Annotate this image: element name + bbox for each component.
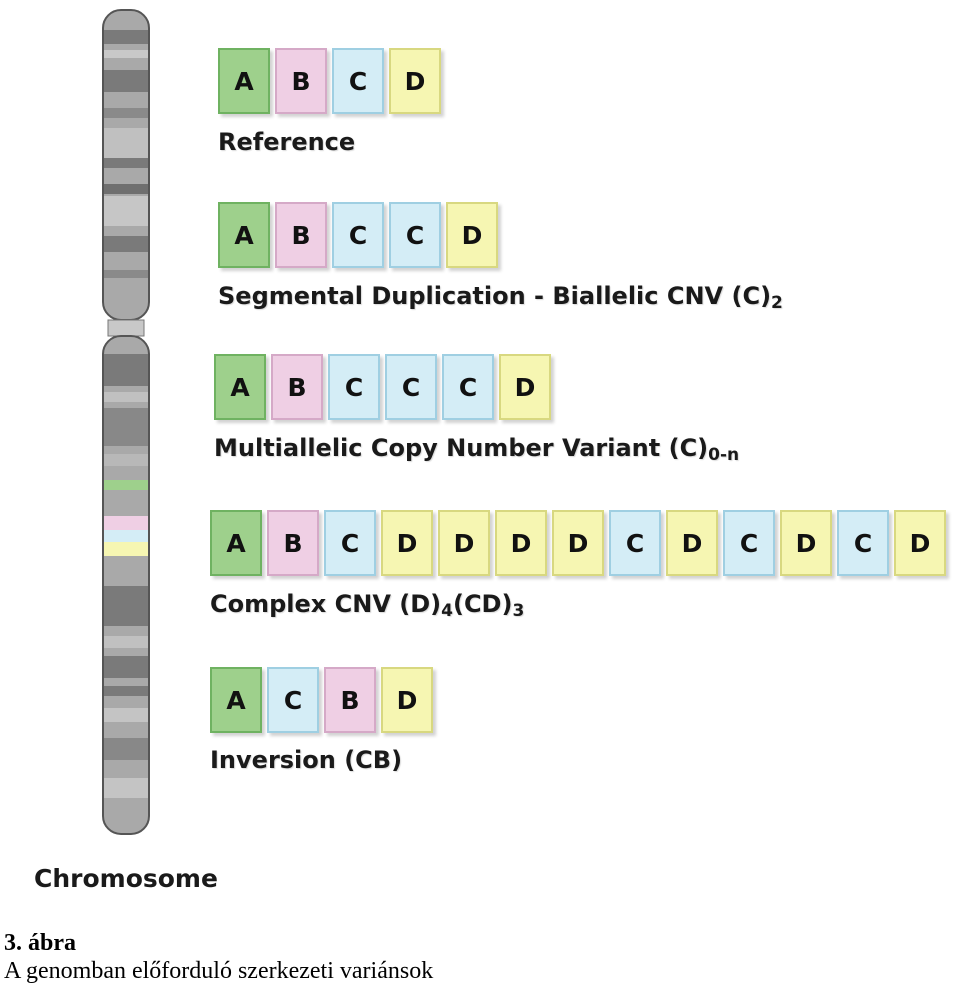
segment-box: B (324, 667, 376, 733)
figure-caption: A genomban előforduló szerkezeti variáns… (4, 958, 434, 984)
chromosome-illustration (102, 9, 150, 835)
segment-box: C (328, 354, 380, 420)
segment-box: D (666, 510, 718, 576)
variant-label-text: Multiallelic Copy Number Variant (C) (214, 434, 709, 462)
variant-label: Segmental Duplication - Biallelic CNV (C… (218, 282, 783, 313)
segment-box: D (389, 48, 441, 114)
segment-box: C (609, 510, 661, 576)
variant-label: Complex CNV (D)4(CD)3 (210, 590, 525, 621)
variant-label: Reference (218, 128, 355, 156)
segment-box: C (332, 48, 384, 114)
chromosome-band-c (103, 530, 149, 542)
variant-label-rest: (CD) (452, 590, 513, 618)
segment-box: D (552, 510, 604, 576)
segment-box: D (499, 354, 551, 420)
segment-box: D (438, 510, 490, 576)
segment-box: D (780, 510, 832, 576)
variant-label: Inversion (CB) (210, 746, 402, 774)
segment-box: D (381, 510, 433, 576)
chromosome-band-d (103, 542, 149, 556)
segment-box: A (210, 510, 262, 576)
segment-box: B (267, 510, 319, 576)
segment-box: C (837, 510, 889, 576)
segment-box: D (446, 202, 498, 268)
segment-box: B (275, 48, 327, 114)
chromosome-label: Chromosome (34, 864, 218, 893)
segment-box: A (210, 667, 262, 733)
segment-box: A (218, 202, 270, 268)
segment-box: C (332, 202, 384, 268)
variant-label-text: Reference (218, 128, 356, 156)
chromosome-band-a (103, 480, 149, 490)
segment-box: D (495, 510, 547, 576)
segment-box: C (267, 667, 319, 733)
segment-box: D (381, 667, 433, 733)
segment-box: C (324, 510, 376, 576)
figure-number: 3. ábra (4, 930, 76, 956)
variant-label-subscript: 2 (771, 293, 783, 313)
segment-box: B (275, 202, 327, 268)
segment-box: D (894, 510, 946, 576)
chromosome-band-b (103, 516, 149, 530)
segment-box: C (385, 354, 437, 420)
variant-label-text: Complex CNV (D) (210, 590, 442, 618)
segment-box: C (389, 202, 441, 268)
segment-box: C (723, 510, 775, 576)
segment-box: C (442, 354, 494, 420)
variant-label-text: Inversion (CB) (210, 746, 403, 774)
variant-label-subscript: 0-n (708, 445, 740, 465)
variant-label-subscript: 4 (441, 601, 453, 621)
segment-box: A (214, 354, 266, 420)
segment-box: B (271, 354, 323, 420)
variant-label: Multiallelic Copy Number Variant (C)0-n (214, 434, 740, 465)
segment-box: A (218, 48, 270, 114)
variant-label-subscript: 3 (512, 601, 525, 621)
variant-label-text: Segmental Duplication - Biallelic CNV (C… (218, 282, 772, 310)
